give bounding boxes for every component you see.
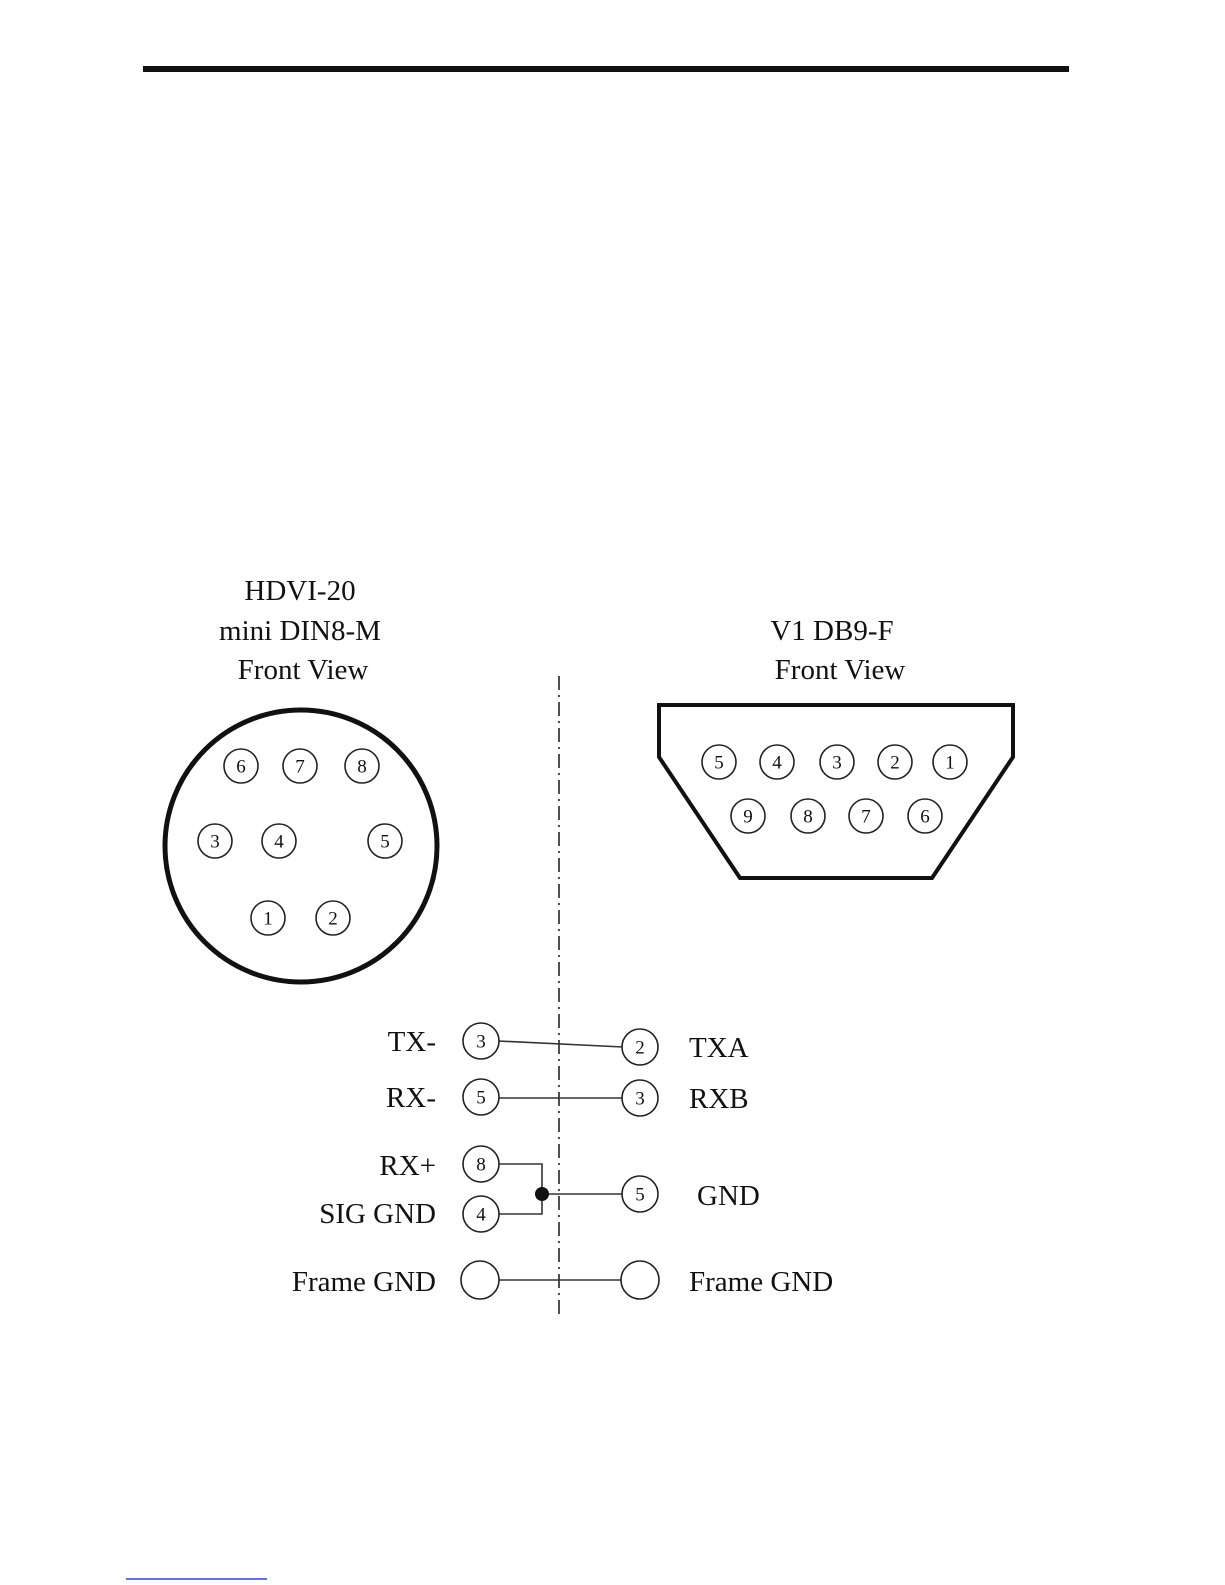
db9-title-line-2: Front View — [775, 654, 906, 686]
label-rxb: RXB — [689, 1083, 749, 1115]
wiring-left-frame-gnd-terminal — [461, 1261, 499, 1299]
din-pin-8: 8 — [345, 749, 379, 783]
label-rx-plus: RX+ — [379, 1150, 436, 1182]
db9-pin-9: 9 — [731, 799, 765, 833]
db9-pin-3: 3 — [820, 745, 854, 779]
din-pin-1-label: 1 — [263, 909, 273, 930]
wiring-right-pin-5-label: 5 — [635, 1185, 645, 1206]
wire-gnd-junction — [498, 1164, 542, 1214]
din-pin-3-label: 3 — [210, 832, 220, 853]
din-pin-6: 6 — [224, 749, 258, 783]
din-title-line-3: Front View — [238, 654, 369, 686]
din-pin-7-label: 7 — [295, 757, 305, 778]
din-pin-1: 1 — [251, 901, 285, 935]
din-pin-7: 7 — [283, 749, 317, 783]
db9-pin-4-label: 4 — [772, 753, 782, 774]
wiring-left-pin-8-label: 8 — [476, 1155, 486, 1176]
din-pin-2-label: 2 — [328, 909, 338, 930]
din-title-line-1: HDVI-20 — [244, 575, 355, 607]
label-rx-minus: RX- — [386, 1082, 436, 1114]
db9-pin-8-label: 8 — [803, 807, 813, 828]
wiring-right-pin-2: 2 — [622, 1029, 658, 1065]
din-pin-5-label: 5 — [380, 832, 390, 853]
label-tx-minus: TX- — [388, 1026, 436, 1058]
top-rule — [143, 66, 1069, 72]
junction-dot — [535, 1187, 549, 1201]
db9-connector-outline — [659, 705, 1013, 878]
label-txa: TXA — [689, 1032, 749, 1064]
db9-pin-6: 6 — [908, 799, 942, 833]
label-frame-gnd-left: Frame GND — [292, 1266, 436, 1298]
din-pin-2: 2 — [316, 901, 350, 935]
db9-title-line-1: V1 DB9-F — [770, 615, 893, 647]
db9-pin-2-label: 2 — [890, 753, 900, 774]
wiring-left-pin-5: 5 — [463, 1079, 499, 1115]
db9-pin-1: 1 — [933, 745, 967, 779]
din-pin-3: 3 — [198, 824, 232, 858]
din-pin-4-label: 4 — [274, 832, 284, 853]
wiring-right-frame-gnd-terminal — [621, 1261, 659, 1299]
db9-pin-2: 2 — [878, 745, 912, 779]
db9-pin-5-label: 5 — [714, 753, 724, 774]
wiring-left-pin-4-label: 4 — [476, 1205, 486, 1226]
label-gnd: GND — [697, 1180, 760, 1212]
din-pin-4: 4 — [262, 824, 296, 858]
db9-pin-1-label: 1 — [945, 753, 955, 774]
label-frame-gnd-right: Frame GND — [689, 1266, 833, 1298]
din-pin-5: 5 — [368, 824, 402, 858]
wiring-right-pin-3: 3 — [622, 1080, 658, 1116]
din-pin-8-label: 8 — [357, 757, 367, 778]
wiring-left-pin-5-label: 5 — [476, 1088, 486, 1109]
wiring-right-pin-3-label: 3 — [635, 1089, 645, 1110]
db9-pin-4: 4 — [760, 745, 794, 779]
db9-pin-6-label: 6 — [920, 807, 930, 828]
label-sig-gnd: SIG GND — [319, 1198, 436, 1230]
wiring-right-pin-2-label: 2 — [635, 1038, 645, 1059]
wiring-left-pin-3-label: 3 — [476, 1032, 486, 1053]
db9-pin-7-label: 7 — [861, 807, 871, 828]
db9-pin-7: 7 — [849, 799, 883, 833]
wiring-left-pin-8: 8 — [463, 1146, 499, 1182]
db9-pin-8: 8 — [791, 799, 825, 833]
din-title-line-2: mini DIN8-M — [219, 615, 381, 647]
db9-pin-5: 5 — [702, 745, 736, 779]
din-pin-6-label: 6 — [236, 757, 246, 778]
wire-tx — [498, 1041, 623, 1047]
wiring-left-pin-3: 3 — [463, 1023, 499, 1059]
db9-pin-3-label: 3 — [832, 753, 842, 774]
wiring-left-pin-4: 4 — [463, 1196, 499, 1232]
wiring-right-pin-5: 5 — [622, 1176, 658, 1212]
db9-pin-9-label: 9 — [743, 807, 753, 828]
